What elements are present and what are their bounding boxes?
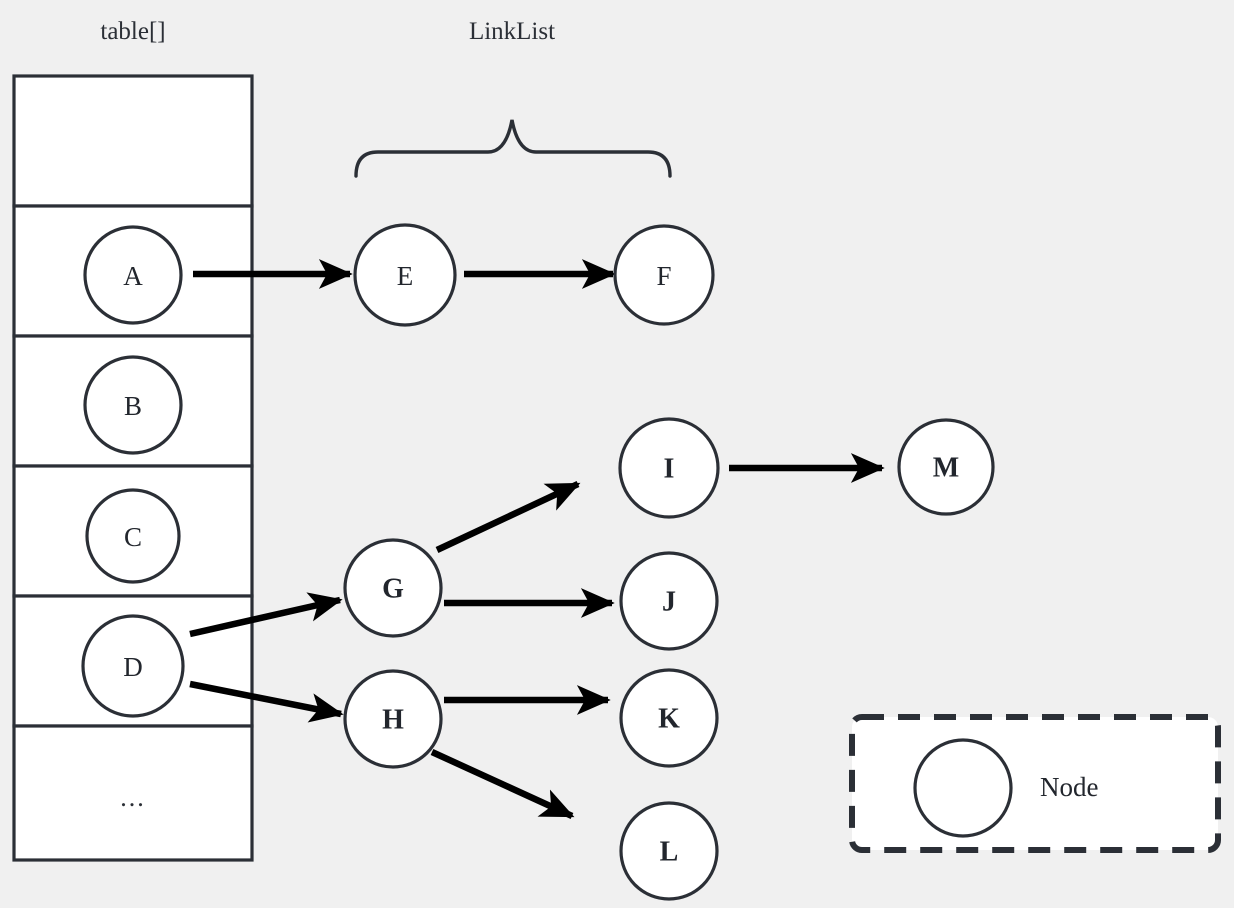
node-F-circle — [613, 224, 715, 326]
node-D[interactable]: D — [81, 614, 185, 718]
node-I-label: I — [664, 454, 675, 485]
node-J-label: J — [662, 587, 676, 618]
node-K-label: K — [658, 704, 680, 735]
node-M[interactable]: M — [897, 418, 995, 516]
node-H-label: H — [382, 705, 404, 736]
node-H-circle — [343, 669, 443, 769]
node-B[interactable]: B — [83, 355, 183, 455]
legend-group — [849, 714, 1221, 853]
table-header-label: table[] — [100, 18, 166, 45]
arrow-group — [189, 259, 885, 819]
node-C[interactable]: C — [85, 488, 181, 584]
node-L-label: L — [660, 837, 679, 868]
node-E-circle — [353, 223, 457, 327]
node-J-circle — [619, 551, 719, 651]
node-A-label: A — [123, 261, 143, 291]
linklist-brace — [354, 119, 672, 178]
node-E[interactable]: E — [353, 223, 457, 327]
node-L[interactable]: L — [619, 801, 719, 901]
node-I[interactable]: I — [618, 417, 720, 519]
node-G-circle — [343, 538, 443, 638]
arrow-d-to-h — [189, 680, 344, 723]
node-D-circle — [81, 614, 185, 718]
node-K-circle — [619, 668, 719, 768]
arrow-d-to-g — [189, 592, 343, 638]
legend-node-label: Node — [1040, 772, 1099, 802]
node-A[interactable]: A — [83, 225, 183, 325]
hash-table-array — [12, 74, 254, 862]
node-L-circle — [619, 801, 719, 901]
node-G[interactable]: G — [343, 538, 443, 638]
node-H[interactable]: H — [343, 669, 443, 769]
node-G-label: G — [382, 574, 404, 605]
node-F-label: F — [656, 261, 671, 291]
node-B-circle — [83, 355, 183, 455]
table-cell-0[interactable] — [12, 74, 254, 208]
node-D-label: D — [123, 652, 143, 682]
legend-box — [849, 714, 1221, 853]
node-J[interactable]: J — [619, 551, 719, 651]
table-cell-5[interactable] — [12, 724, 254, 862]
node-group: A B C D E F G H I J K L M — [81, 223, 995, 901]
arrow-h-to-l — [430, 749, 575, 819]
legend-node-circle — [913, 738, 1013, 838]
node-M-circle — [897, 418, 995, 516]
node-F[interactable]: F — [613, 224, 715, 326]
linklist-header-label: LinkList — [468, 18, 556, 45]
table-cell-ellipsis: ... — [120, 783, 146, 812]
node-M-label: M — [933, 453, 959, 484]
node-A-circle — [83, 225, 183, 325]
node-E-label: E — [397, 261, 414, 291]
node-K[interactable]: K — [619, 668, 719, 768]
linklist-brace — [354, 119, 672, 178]
arrow-g-to-i — [435, 481, 581, 553]
node-B-label: B — [124, 391, 142, 421]
node-C-label: C — [124, 522, 142, 552]
node-I-circle — [618, 417, 720, 519]
node-C-circle — [85, 488, 181, 584]
